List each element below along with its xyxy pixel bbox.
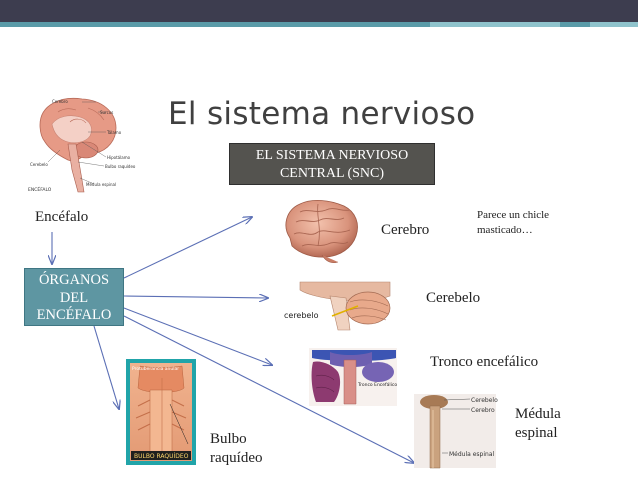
encefalo-label-medula: Médula espinal [86, 182, 116, 187]
cerebro-label: Cerebro [381, 222, 430, 238]
top-accent-segment [430, 22, 560, 27]
cerebelo-image: cerebelo [279, 278, 397, 332]
cerebelo-image-caption: cerebelo [284, 311, 319, 320]
encefalo-label-surcos: Surcos [100, 110, 113, 115]
bulbo-image: Protuberancia anular BULBO RAQUÍDEO [126, 359, 196, 465]
cerebro-image [285, 200, 358, 264]
top-accent-bar [0, 22, 638, 27]
bulbo-label-line1: Bulbo [210, 431, 247, 447]
slide-title: El sistema nervioso [168, 96, 476, 132]
top-accent-segment-2 [590, 22, 638, 27]
snc-box-line2: CENTRAL (SNC) [279, 166, 385, 181]
bulbo-raquideo-label: Bulbo raquídeo [210, 430, 262, 468]
medula-espinal-label: Médula espinal [515, 405, 561, 443]
organos-box-line2: DEL [59, 289, 89, 306]
encefalo-diagram-image: Cerebro Surcos Tálamo Hipotálamo Bulbo r… [28, 98, 136, 193]
arrow-to-cerebelo [123, 296, 268, 298]
organos-box-line1: ÓRGANOS [38, 272, 110, 288]
arrow-to-bulbo [93, 325, 119, 409]
tronco-image: Tronco Encefálico [309, 348, 397, 406]
encefalo-label-cerebro: Cerebro [52, 99, 68, 104]
medula-image: Cerebelo Cerebro Médula espinal [414, 394, 498, 469]
encefalo-label-talamo: Tálamo [106, 130, 122, 135]
encefalo-label: Encéfalo [35, 209, 89, 225]
encefalo-label-encefalo: ENCÉFALO [28, 185, 52, 193]
arrow-to-cerebro [123, 217, 252, 279]
cerebro-note-line1: Parece un chicle [477, 209, 550, 221]
encefalo-label-bulbo: Bulbo raquídeo [105, 164, 136, 169]
medula-image-label-cerebelo: Cerebelo [471, 397, 498, 404]
cerebro-note: Parece un chicle masticado… [477, 208, 549, 238]
tronco-image-caption: Tronco Encefálico [357, 381, 397, 388]
tronco-encefalico-label: Tronco encefálico [430, 354, 539, 370]
organos-del-encefalo-box: ÓRGANOS DEL ENCÉFALO [24, 268, 124, 326]
arrow-to-tronco [123, 307, 272, 365]
bulbo-image-top-caption: Protuberancia anular [132, 366, 179, 372]
medula-image-label-cerebro: Cerebro [471, 407, 495, 414]
bulbo-image-caption: BULBO RAQUÍDEO [134, 453, 189, 460]
cerebelo-label: Cerebelo [426, 290, 481, 306]
snc-box-line1: EL SISTEMA NERVIOSO [255, 148, 409, 163]
encefalo-label-cerebelo: Cerebelo [30, 162, 48, 167]
encefalo-label-hipotalamo: Hipotálamo [107, 155, 131, 160]
snc-box: EL SISTEMA NERVIOSO CENTRAL (SNC) [229, 143, 435, 185]
medula-label-line2: espinal [515, 425, 558, 441]
organos-box-line3: ENCÉFALO [36, 307, 112, 323]
top-bar [0, 0, 638, 22]
medula-label-line1: Médula [515, 406, 561, 422]
bulbo-label-line2: raquídeo [210, 450, 263, 466]
arrow-to-medula [123, 315, 414, 463]
cerebro-note-line2: masticado… [477, 224, 533, 236]
medula-image-label-medula: Médula espinal [449, 451, 495, 458]
